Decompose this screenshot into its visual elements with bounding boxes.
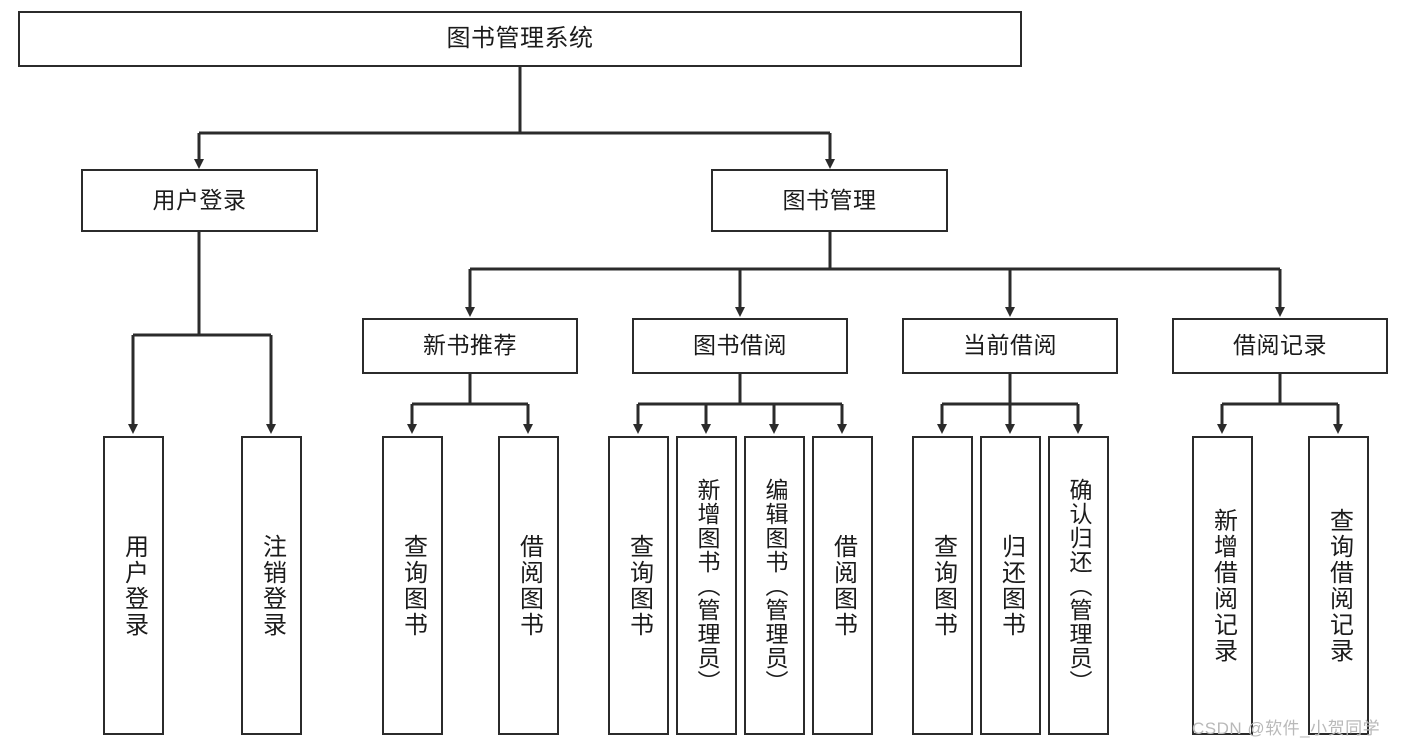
node-label: 借阅记录 bbox=[1233, 332, 1327, 359]
node-current-borrow[interactable]: 当前借阅 bbox=[902, 318, 1118, 374]
node-label: 用户登录 bbox=[152, 186, 247, 213]
node-label: 注销登录 bbox=[258, 533, 286, 638]
leaf-query-book-recommend[interactable]: 查询图书 bbox=[382, 436, 443, 735]
leaf-borrow-book-recommend[interactable]: 借阅图书 bbox=[498, 436, 559, 735]
leaf-query-book-current[interactable]: 查询图书 bbox=[912, 436, 973, 735]
leaf-confirm-return-admin[interactable]: 确认归还（管理员） bbox=[1048, 436, 1109, 735]
leaf-query-book-borrow[interactable]: 查询图书 bbox=[608, 436, 669, 735]
node-label: 确认归还（管理员） bbox=[1066, 477, 1092, 694]
csdn-watermark: CSDN @软件_小贺同学 bbox=[1192, 719, 1381, 738]
leaf-user-login[interactable]: 用户登录 bbox=[103, 436, 164, 735]
node-label: 新书推荐 bbox=[423, 332, 517, 359]
node-label: 用户登录 bbox=[120, 533, 148, 638]
node-label: 新增图书（管理员） bbox=[694, 477, 720, 694]
node-label: 图书管理系统 bbox=[446, 24, 594, 52]
node-label: 图书管理 bbox=[782, 186, 877, 213]
leaf-borrow-book[interactable]: 借阅图书 bbox=[812, 436, 873, 735]
node-new-book-recommend[interactable]: 新书推荐 bbox=[362, 318, 578, 374]
node-label: 借阅图书 bbox=[829, 533, 857, 638]
node-label: 图书借阅 bbox=[693, 332, 787, 359]
node-label: 借阅图书 bbox=[515, 533, 543, 638]
leaf-logout-login[interactable]: 注销登录 bbox=[241, 436, 302, 735]
node-borrow-records[interactable]: 借阅记录 bbox=[1172, 318, 1388, 374]
node-label: 查询图书 bbox=[929, 533, 957, 638]
leaf-add-borrow-record[interactable]: 新增借阅记录 bbox=[1192, 436, 1253, 735]
node-user-login[interactable]: 用户登录 bbox=[81, 169, 318, 232]
node-label: 查询借阅记录 bbox=[1325, 507, 1353, 664]
leaf-return-book[interactable]: 归还图书 bbox=[980, 436, 1041, 735]
node-label: 查询图书 bbox=[399, 533, 427, 638]
node-label: 新增借阅记录 bbox=[1209, 507, 1237, 664]
leaf-edit-book-admin[interactable]: 编辑图书（管理员） bbox=[744, 436, 805, 735]
node-book-borrow[interactable]: 图书借阅 bbox=[632, 318, 848, 374]
node-root-system[interactable]: 图书管理系统 bbox=[18, 11, 1022, 67]
leaf-query-borrow-record[interactable]: 查询借阅记录 bbox=[1308, 436, 1369, 735]
node-book-management[interactable]: 图书管理 bbox=[711, 169, 948, 232]
node-label: 当前借阅 bbox=[963, 332, 1057, 359]
leaf-add-book-admin[interactable]: 新增图书（管理员） bbox=[676, 436, 737, 735]
node-label: 查询图书 bbox=[625, 533, 653, 638]
node-label: 归还图书 bbox=[997, 533, 1025, 638]
node-label: 编辑图书（管理员） bbox=[762, 477, 788, 694]
